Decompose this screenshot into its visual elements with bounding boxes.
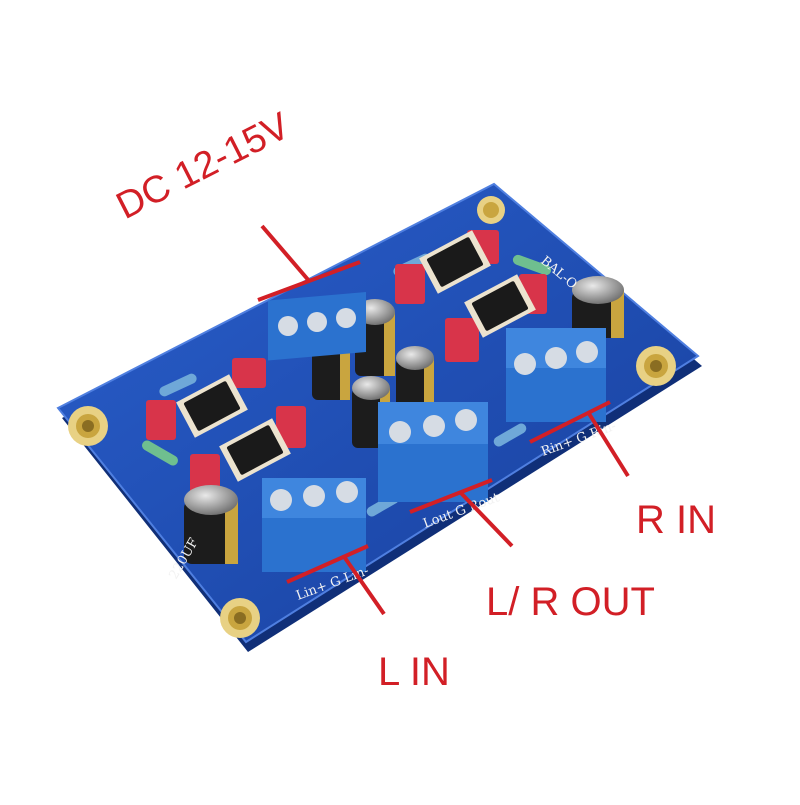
standoff-left <box>68 406 108 446</box>
l-in-bracket <box>286 544 369 584</box>
terminal-l-in <box>262 478 366 572</box>
terminal-out <box>378 402 488 502</box>
r-in-leader <box>586 410 630 478</box>
dc-leader <box>260 224 312 284</box>
film-capacitors <box>146 230 547 494</box>
out-bracket <box>409 478 493 514</box>
standoff-bottom <box>220 598 260 638</box>
terminal-r-in <box>506 328 606 422</box>
electrolytic-capacitor <box>184 485 238 564</box>
ic-chip <box>419 230 491 294</box>
l-in-label: L IN <box>378 650 450 694</box>
electrolytic-capacitor <box>572 276 624 338</box>
standoff-right <box>636 346 676 386</box>
ic-chip <box>464 274 536 338</box>
callout-lines <box>257 224 630 616</box>
lr-out-label: L/ R OUT <box>486 580 655 624</box>
standoff-top <box>477 196 505 224</box>
r-in-bracket <box>529 400 611 444</box>
out-leader <box>458 490 514 548</box>
ic-chips <box>176 230 536 482</box>
electrolytic-capacitor <box>396 346 434 416</box>
mounting-standoffs <box>68 196 676 638</box>
terminal-dc <box>268 291 366 361</box>
r-in-label: R IN <box>636 498 716 542</box>
ic-chip <box>176 374 248 438</box>
l-in-leader <box>343 556 386 616</box>
ic-chip <box>219 418 291 482</box>
